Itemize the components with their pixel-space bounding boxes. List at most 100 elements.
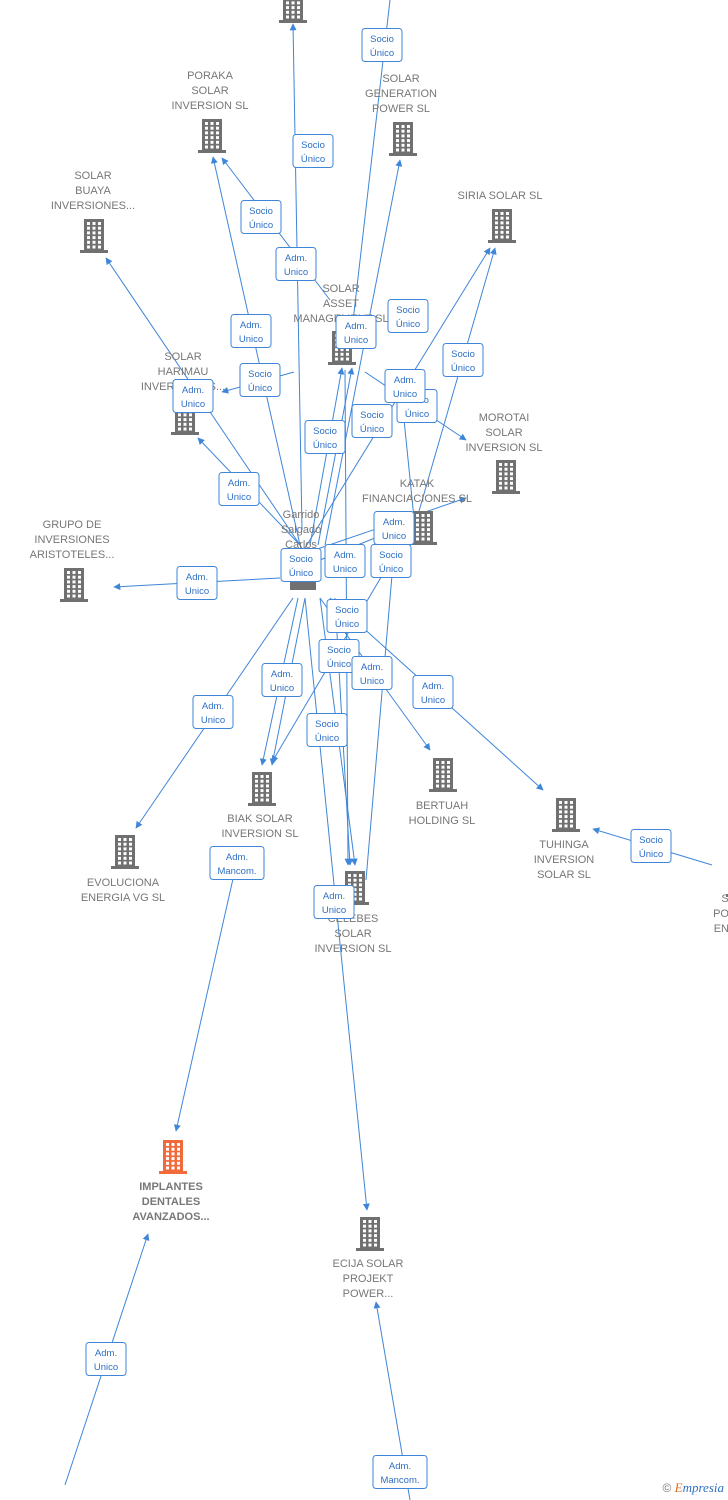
node-label-line: INVERSION SL <box>465 442 542 454</box>
edge-label-text: Adm. <box>383 517 405 528</box>
node-label-line: INVERSIONES... <box>51 200 135 212</box>
edge-label-text: Único <box>315 733 339 744</box>
edge-label-text: Socio <box>379 550 403 561</box>
node-ecija[interactable]: ECIJA SOLARPROJEKTPOWER... <box>333 1217 404 1300</box>
edge-label-text: Adm. <box>186 572 208 583</box>
node-label-line: EVOLUCIONA <box>87 877 160 889</box>
node-label-line: INVERSION <box>534 854 595 866</box>
edge-label-text: Único <box>313 440 337 451</box>
edge-label-text: Socio <box>301 140 325 151</box>
node-grupo[interactable]: GRUPO DEINVERSIONESARISTOTELES... <box>30 519 115 602</box>
edge-label-text: Único <box>301 154 325 165</box>
node-label-line: SOLAR <box>74 170 111 182</box>
node-label-line: SOLAR <box>485 427 522 439</box>
node-label-line: POWER SL <box>372 103 430 115</box>
edge-label-text: Adm. <box>285 253 307 264</box>
node-top[interactable] <box>279 0 307 23</box>
node-solar-buaya[interactable]: SOLAR BUAYA INVERSIONES... <box>51 170 135 253</box>
edge-label-text: Unico <box>227 492 251 503</box>
edge-label[interactable]: Adm.Unico <box>373 511 415 545</box>
edge-label[interactable]: Adm.Mancom. <box>209 846 265 880</box>
edge-label-text: Unico <box>94 1362 118 1373</box>
edge-label[interactable]: Adm.Unico <box>192 695 234 729</box>
node-label-line: SOLAR <box>334 928 371 940</box>
node-label-line: INVERSION SL <box>171 100 248 112</box>
node-label-line: INVERSIONES <box>34 534 109 546</box>
edge-label-text: Socio <box>289 554 313 565</box>
edge-label-text: Socio <box>327 645 351 656</box>
edge-label[interactable]: Adm. Unico <box>85 1342 127 1376</box>
edge-line <box>414 247 497 526</box>
edge-label[interactable]: Adm.Unico <box>313 885 355 919</box>
node-label-line: SOLAR <box>164 351 201 363</box>
edge-label[interactable]: Adm.Unico <box>261 663 303 697</box>
edge-label-text: Mancom. <box>380 1475 419 1486</box>
edge-label-text: Único <box>639 849 663 860</box>
edge-label[interactable]: Adm.Unico <box>324 544 366 578</box>
building-icon <box>492 460 520 494</box>
node-label-line: BUAYA <box>75 185 111 197</box>
edge-label[interactable]: Adm.Mancom. <box>372 1455 428 1489</box>
edge-label[interactable]: Adm.Unico <box>230 314 272 348</box>
node-label-line: BIAK SOLAR <box>227 813 292 825</box>
building-icon <box>248 772 276 806</box>
node-pon[interactable]: SPONENE <box>713 863 728 935</box>
node-label-line: SIRIA SOLAR SL <box>458 190 543 202</box>
edge-label[interactable]: Adm.Unico <box>176 566 218 600</box>
node-bertuah[interactable]: BERTUAH HOLDING SL <box>409 758 476 827</box>
edge-label-text: Adm. <box>422 681 444 692</box>
edge-label-text: Adm. <box>361 662 383 673</box>
edge-label[interactable]: Adm. Unico <box>351 656 393 690</box>
edge-label-text: Socio <box>313 426 337 437</box>
edge-label-text: Adm. <box>182 385 204 396</box>
edge-label[interactable]: Adm.Unico <box>335 315 377 349</box>
edge-label-text: Unico <box>360 676 384 687</box>
edge-label-text: Socio <box>451 349 475 360</box>
edge-label[interactable]: Adm.Unico <box>218 472 260 506</box>
building-icon <box>409 511 437 545</box>
building-icon <box>552 798 580 832</box>
edge-label-text: Adm. <box>345 321 367 332</box>
brand-logo-initial: E <box>674 1480 683 1495</box>
node-siria[interactable]: SIRIA SOLAR SL <box>458 190 543 243</box>
node-label-line: Salgado <box>281 524 321 536</box>
node-label-line: HOLDING SL <box>409 815 476 827</box>
node-label-line: S <box>721 893 728 905</box>
edge-label[interactable]: Adm.Unico <box>275 247 317 281</box>
edge-label[interactable]: Adm.Unico <box>412 675 454 709</box>
edge-label-text: Único <box>405 409 429 420</box>
node-label-line: GRUPO DE <box>43 519 102 531</box>
node-label-line: SOLAR <box>191 85 228 97</box>
edge-label-text: Adm. <box>95 1348 117 1359</box>
edge-label[interactable]: Adm.Unico <box>172 379 214 413</box>
edge-line <box>365 539 396 881</box>
edge-label-text: Socio <box>396 305 420 316</box>
node-label-line: BERTUAH <box>416 800 468 812</box>
brand-footer: © Empresia <box>662 1480 724 1496</box>
node-implantes[interactable]: IMPLANTESDENTALESAVANZADOS... <box>132 1140 210 1223</box>
edge-label[interactable]: Adm.Unico <box>384 369 426 403</box>
edge-label-text: Socio <box>360 410 384 421</box>
